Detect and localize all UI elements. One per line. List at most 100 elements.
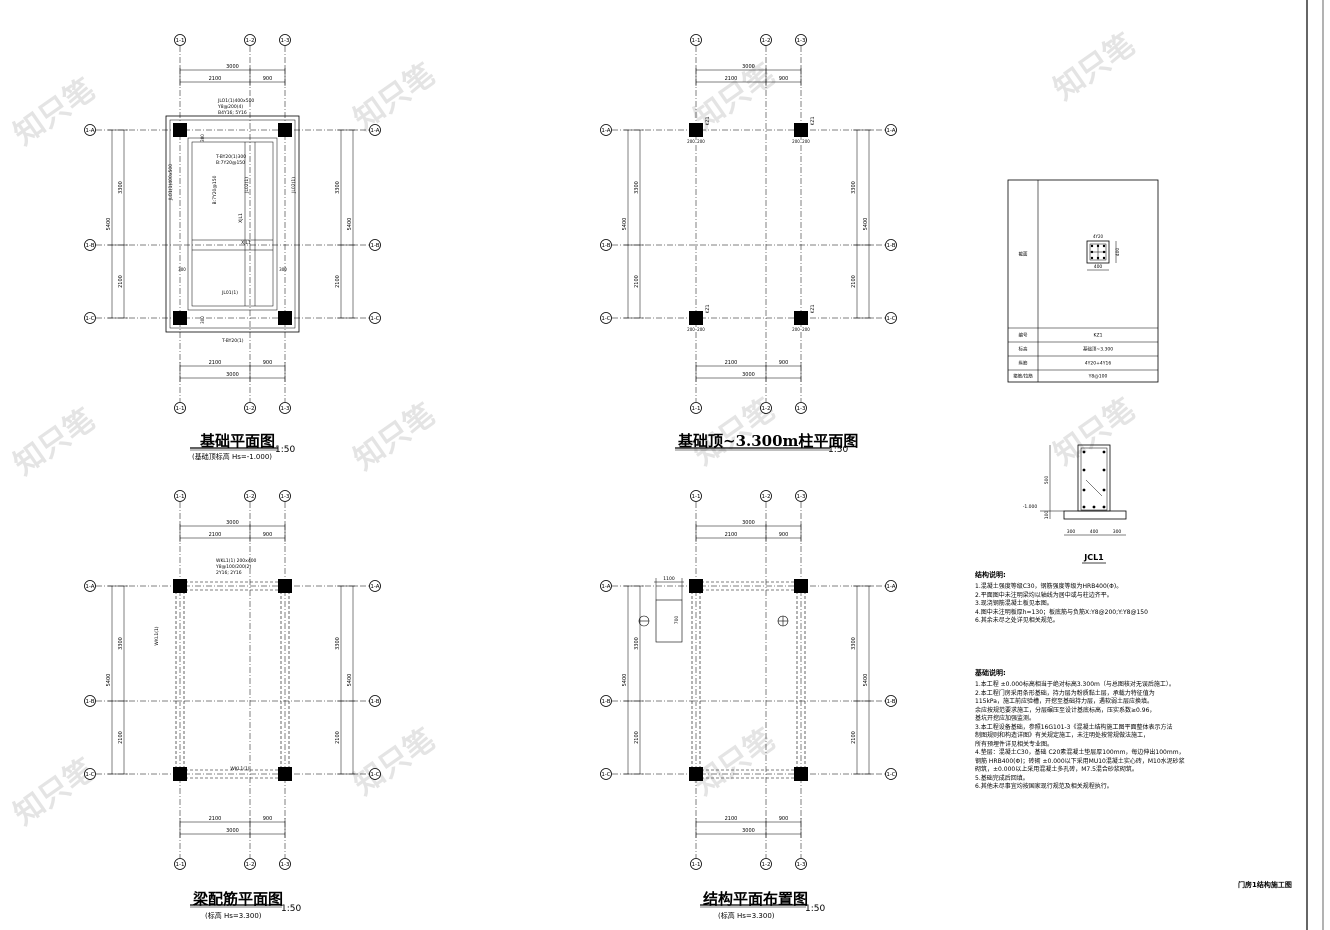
dimension-text: 400 [1115, 248, 1121, 257]
rebar [1102, 450, 1106, 454]
footing-outline [165, 115, 300, 333]
footing-pad [1063, 510, 1127, 520]
foundation-note-line: 1.本工程 ±0.000标高相当于绝对标高3.300m（与总图核对无误后施工）。 [975, 681, 1175, 688]
opening-box [655, 599, 683, 643]
stirrup [1080, 447, 1108, 511]
table-cell-label: 箍筋/拉筋 [1013, 373, 1033, 380]
foundation-note-line: 余应按规范要求施工，分层碾压至设计基底标高，压实系数≥0.96， [975, 706, 1156, 714]
axis-bubble [885, 580, 897, 592]
dimension-text: 5400 [106, 674, 112, 687]
watermark-text: 知只笔 [1048, 27, 1142, 107]
elevation-label: -1.000 [1023, 504, 1038, 510]
column-block [173, 123, 187, 137]
dimension-text: 3000 [226, 828, 239, 834]
axis-bubble [600, 695, 612, 707]
axis-label: 1-B [370, 243, 379, 249]
axis-label: 1-C [601, 772, 610, 778]
axis-bubble [600, 239, 612, 251]
axis-bubble [369, 312, 381, 324]
dimension-text: 3000 [226, 372, 239, 378]
axis-bubble [84, 239, 96, 251]
table-cell-value: KZ1 [1094, 333, 1103, 339]
column-block [689, 579, 703, 593]
rebar [1082, 505, 1086, 509]
dimension-text: 2100 [725, 532, 738, 538]
dimension-text: 2100 [209, 360, 222, 366]
axis-label: 1-1 [176, 494, 185, 500]
column-plan-title: 基础顶~3.300m柱平面图 [678, 432, 859, 450]
axis-label: 1-B [370, 699, 379, 705]
axis-bubble [174, 858, 186, 870]
column-block [173, 311, 187, 325]
table-cell-label: 纵筋 [1019, 360, 1028, 367]
watermark-text: 知只笔 [1048, 392, 1142, 472]
dimension-text: 2100 [851, 275, 857, 288]
axis-bubble [279, 490, 291, 502]
dimension-text: 2100 [725, 360, 738, 366]
annotation: Y8@200(4) [217, 104, 243, 110]
dimension-text: 5400 [622, 218, 628, 231]
table-cell-label: 截面 [1019, 251, 1028, 258]
structure-note-line: 3.现浇钢筋混凝土板见本图。 [975, 600, 1053, 607]
annotation: B4Y16; 5Y16 [218, 110, 247, 116]
axis-bubble [84, 768, 96, 780]
axis-bubble [600, 768, 612, 780]
dimension-text: 3000 [742, 64, 755, 70]
axis-bubble [279, 858, 291, 870]
axis-bubble [795, 34, 807, 46]
column-block [794, 123, 808, 137]
table-cell-label: 标高 [1019, 346, 1028, 353]
axis-label: 1-2 [246, 494, 255, 500]
annotation: Y8@100/200(2) [215, 564, 251, 570]
axis-bubble [690, 490, 702, 502]
dimension-text: 2100 [335, 731, 341, 744]
column-dim: 200 [697, 327, 705, 332]
axis-bubble [84, 695, 96, 707]
annotation: WKL1(1) [154, 626, 160, 645]
axis-bubble [369, 124, 381, 136]
beam-plan-scale: 1:50 [281, 904, 302, 914]
axis-label: 1-2 [246, 406, 255, 412]
dimension-text: 2100 [851, 731, 857, 744]
column-block [278, 767, 292, 781]
section-title: JCL1 [1083, 553, 1104, 562]
axis-label: 1-C [370, 316, 379, 322]
axis-label: 1-C [886, 772, 895, 778]
foundation-note-line: 制图规则和构造详图》有关规定施工，未注明处按常规做法施工， [975, 732, 1150, 739]
column-dim: 200 [697, 139, 705, 144]
axis-label: 1-3 [797, 862, 806, 868]
axis-label: 1-A [370, 128, 379, 134]
dimension-text: 3300 [118, 637, 124, 650]
axis-label: 1-1 [692, 862, 701, 868]
axis-bubble [885, 312, 897, 324]
annotation: T-BY20(1)300 [215, 154, 246, 160]
axis-label: 1-C [370, 772, 379, 778]
plans-layer: 1-1 1-1 1-2 1-2 1-3 1-3 1-A 1-A 1-B 1-B 1-C 1-C 3000… [84, 34, 897, 908]
watermark-text: 知只笔 [8, 402, 102, 482]
structure-notes-lines: 1.混凝土强度等级C30，钢筋强度等级为HRB400(Φ)。2.平面图中未注明梁… [975, 583, 1295, 626]
dimension-text: 3300 [634, 637, 640, 650]
watermark-text: 知只笔 [8, 752, 102, 832]
rebar [1092, 505, 1096, 509]
axis-label: 1-B [601, 699, 610, 705]
column-label: KZ1 [810, 116, 816, 125]
dimension-text: 900 [779, 532, 789, 538]
rebar [1082, 450, 1086, 454]
annotation: 300 [200, 316, 205, 324]
axis-label: 1-1 [692, 494, 701, 500]
dimension-text: 300 [1113, 529, 1122, 535]
axis-label: 1-3 [281, 406, 290, 412]
dimension-text: 3300 [851, 637, 857, 650]
axis-bubble [885, 695, 897, 707]
axis-bubble [795, 402, 807, 414]
column-label: KZ1 [810, 304, 816, 313]
dimension-text: 3300 [851, 181, 857, 194]
watermark-text: 知只笔 [348, 722, 442, 802]
stirrup-tie [1085, 479, 1103, 497]
annotation: B:7Y20@150 [216, 160, 245, 166]
dimension-text: 3000 [742, 372, 755, 378]
axis-label: 1-A [601, 128, 610, 134]
annotation: JL01(1) [221, 290, 238, 296]
axis-label: 1-2 [246, 38, 255, 44]
foundation-note-line: 6.其他未尽事宜均按国家现行规范及相关规程执行。 [975, 783, 1113, 790]
